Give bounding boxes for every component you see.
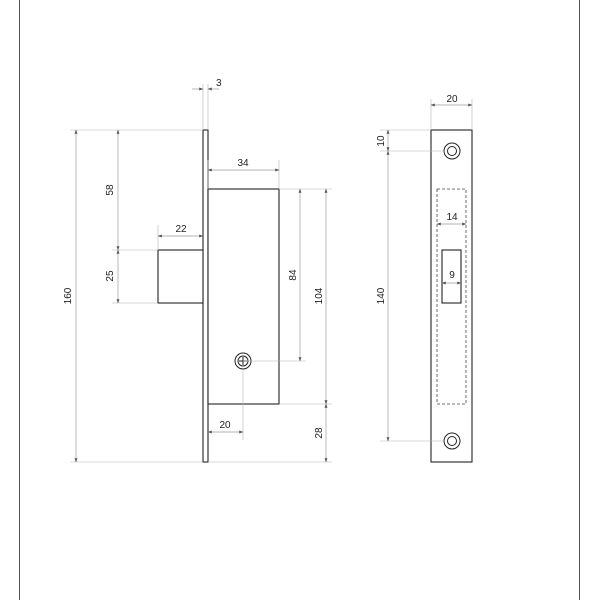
- dim-bolt-height: 25: [105, 249, 120, 304]
- dim-label-28: 28: [314, 427, 325, 439]
- bolt-slot: [441, 249, 462, 304]
- drawing-frame: [19, 0, 580, 600]
- dim-label-20-strike: 20: [446, 94, 458, 105]
- dim-screw-offset: 20: [207, 420, 244, 434]
- dim-label-58: 58: [105, 184, 116, 196]
- dim-strike-width: 20: [430, 94, 473, 107]
- dim-label-140: 140: [376, 287, 387, 304]
- dim-label-104: 104: [314, 287, 325, 304]
- dim-strike-slot-width: 9: [441, 270, 462, 285]
- dim-body-width: 34: [207, 158, 280, 172]
- dim-faceplate-thickness: 3: [192, 78, 222, 91]
- extension-lines: [70, 84, 332, 463]
- dim-strike-hole-spacing: 140: [376, 150, 390, 442]
- dim-top-to-bolt: 58: [105, 129, 120, 251]
- strike-plate-front-view: [430, 129, 473, 463]
- dim-body-height: 104: [314, 188, 328, 405]
- dim-label-84: 84: [288, 269, 299, 281]
- lock-body: [207, 188, 280, 405]
- lock-side-view: [157, 129, 280, 463]
- dim-label-22: 22: [175, 224, 187, 235]
- dim-label-160: 160: [63, 287, 74, 304]
- deadbolt: [157, 249, 204, 304]
- dim-strike-top-offset: 10: [376, 129, 390, 152]
- dim-label-20-screw: 20: [219, 420, 231, 431]
- recess-outline: [436, 188, 467, 405]
- dim-bolt-projection: 22: [157, 224, 204, 238]
- dim-overall-height: 160: [63, 129, 78, 463]
- dim-label-10: 10: [376, 135, 387, 147]
- dim-label-25: 25: [105, 270, 116, 282]
- dim-bottom-offset: 28: [314, 403, 328, 463]
- dim-screw-spacing-body: 84: [288, 188, 302, 362]
- dim-label-34: 34: [237, 158, 249, 169]
- dim-strike-recess-width: 14: [436, 212, 467, 226]
- dim-label-14: 14: [446, 212, 458, 223]
- faceplate: [202, 129, 209, 463]
- dim-label-3: 3: [216, 78, 222, 89]
- dim-label-9: 9: [449, 270, 455, 281]
